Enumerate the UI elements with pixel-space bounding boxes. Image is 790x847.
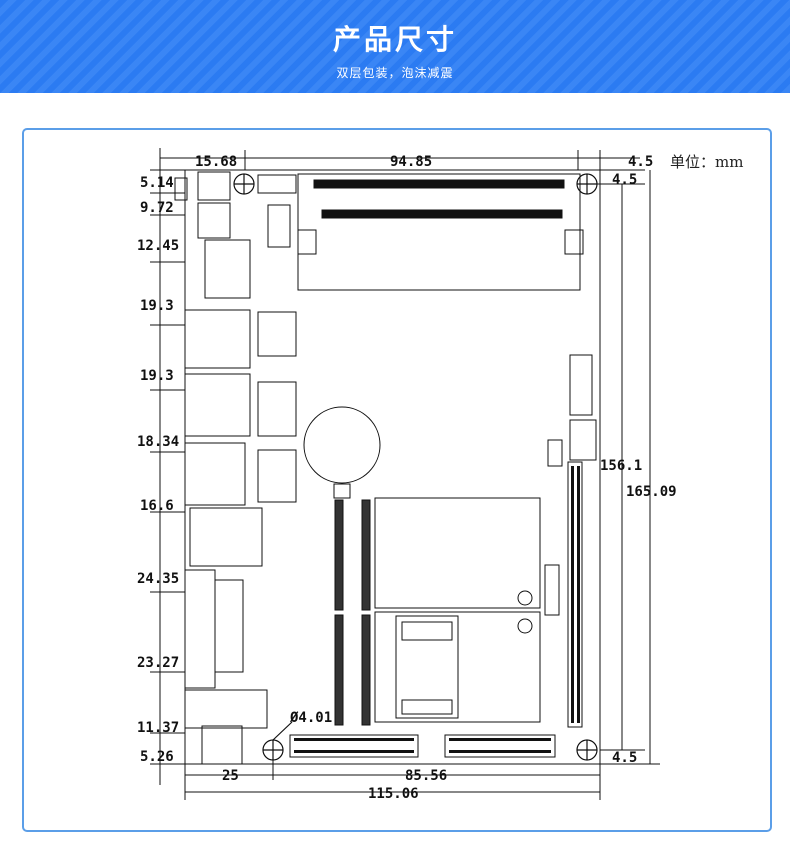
dim-bottom-span: 85.56 bbox=[405, 768, 447, 784]
lan-port-1 bbox=[184, 309, 251, 369]
dim-left-3: 12.45 bbox=[137, 238, 179, 254]
dim-left-4: 19.3 bbox=[140, 298, 174, 314]
mini-pcie-slot-1 bbox=[374, 497, 541, 609]
hdmi-port bbox=[184, 689, 268, 729]
usb-port-2 bbox=[189, 507, 263, 567]
dim-left-10: 11.37 bbox=[137, 720, 179, 736]
dim-height-total: 165.09 bbox=[626, 484, 677, 500]
board-outline bbox=[184, 169, 601, 765]
sim-card-holder bbox=[395, 615, 459, 719]
dim-left-5: 19.3 bbox=[140, 368, 174, 384]
dim-bottom-left: 25 bbox=[222, 768, 239, 784]
usb-port bbox=[204, 239, 251, 299]
cmos-battery bbox=[303, 406, 381, 484]
dim-top-right: 4.5 bbox=[628, 154, 653, 170]
page-title: 产品尺寸 bbox=[332, 23, 457, 56]
vga-port bbox=[184, 569, 216, 689]
dim-top-span: 94.85 bbox=[390, 154, 432, 170]
dim-left-2: 9.72 bbox=[140, 200, 174, 216]
dim-height-inner: 156.1 bbox=[600, 458, 642, 474]
dim-bottom-total: 115.06 bbox=[368, 786, 419, 802]
dim-right-bottom: 4.5 bbox=[612, 750, 637, 766]
page-subtitle: 双层包装，泡沫减震 bbox=[336, 66, 454, 80]
dim-left-8: 24.35 bbox=[137, 571, 179, 587]
drawing-frame bbox=[22, 128, 772, 832]
lan-port-3 bbox=[184, 442, 246, 506]
dim-left-7: 16.6 bbox=[140, 498, 174, 514]
audio-jack bbox=[197, 171, 231, 201]
dim-left-11: 5.26 bbox=[140, 749, 174, 765]
dim-left-9: 23.27 bbox=[137, 655, 179, 671]
dim-top-right-inner: 4.5 bbox=[612, 172, 637, 188]
bottom-pin-header bbox=[289, 734, 419, 758]
dim-left-6: 18.34 bbox=[137, 434, 179, 450]
header-banner: 产品尺寸 双层包装，泡沫减震 bbox=[0, 0, 790, 93]
gpio-header bbox=[567, 461, 583, 728]
dim-left-1: 5.14 bbox=[140, 175, 174, 191]
unit-label: 单位：mm bbox=[670, 153, 743, 171]
mini-pcie-slot-2 bbox=[374, 611, 541, 723]
dim-top-left-width: 15.68 bbox=[195, 154, 237, 170]
dim-hole-diameter: Ø4.01 bbox=[289, 710, 332, 726]
sodimm-slot bbox=[297, 173, 581, 291]
lan-port-2 bbox=[184, 373, 251, 437]
power-jack bbox=[201, 725, 243, 765]
